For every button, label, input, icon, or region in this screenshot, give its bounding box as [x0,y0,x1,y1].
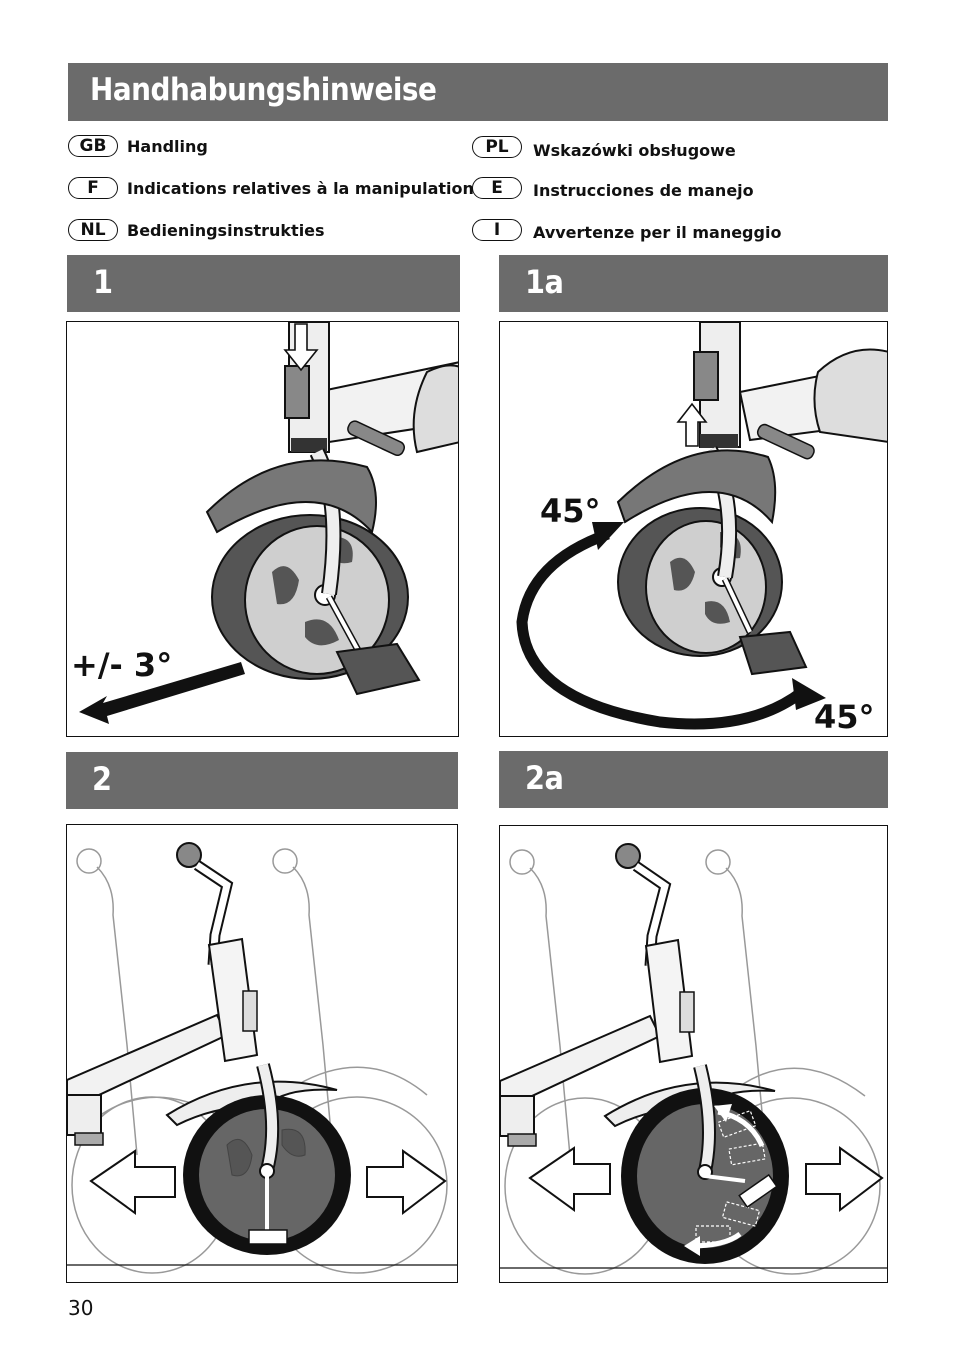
rotation-angle-label-bottom: 45° [814,698,875,736]
language-badge: GB [68,135,118,157]
section-header-2a: 2a [499,751,888,808]
rotation-angle-label-top: 45° [540,492,601,530]
language-badge: PL [472,136,522,158]
section-label: 1a [525,263,564,301]
language-line-gb: GB Handling [68,133,208,159]
pedal-rotation-illustration [500,843,887,1275]
language-badge: F [68,177,118,199]
page-title-bar: Handhabungshinweise [68,63,888,121]
language-badge: E [472,177,522,199]
language-line-i: I Avvertenze per il maneggio [472,217,781,243]
section-label: 1 [93,263,113,301]
section-label: 2a [525,759,564,797]
language-badge: NL [68,219,118,241]
illustration-panel-1: +/- 3° [66,321,459,737]
language-line-pl: PL Wskazówki obsługowe [472,134,736,160]
language-line-e: E Instrucciones de manejo [472,175,754,201]
page-number: 30 [68,1296,94,1320]
illustration-panel-2 [66,824,458,1283]
language-text: Bedieningsinstrukties [127,220,325,240]
wheel-tilt-illustration: +/- 3° [71,322,458,724]
steering-rotation-illustration: 45° 45° [516,322,887,736]
language-text: Handling [127,136,208,156]
language-line-nl: NL Bedieningsinstrukties [68,217,325,243]
wheel-slide-illustration [67,842,457,1274]
section-header-2: 2 [66,752,458,809]
section-header-1a: 1a [499,255,888,312]
language-line-f: F Indications relatives à la manipulatio… [68,175,474,201]
tilt-angle-label: +/- 3° [71,646,172,684]
section-header-1: 1 [67,255,460,312]
language-text: Avvertenze per il maneggio [533,223,782,242]
language-badge: I [472,219,522,241]
language-text: Instrucciones de manejo [533,181,754,200]
section-label: 2 [92,760,112,798]
illustration-panel-2a [499,825,888,1283]
page-title: Handhabungshinweise [90,72,437,108]
illustration-panel-1a: 45° 45° [499,321,888,737]
language-text: Indications relatives à la manipulation [127,178,474,198]
language-text: Wskazówki obsługowe [533,140,736,160]
